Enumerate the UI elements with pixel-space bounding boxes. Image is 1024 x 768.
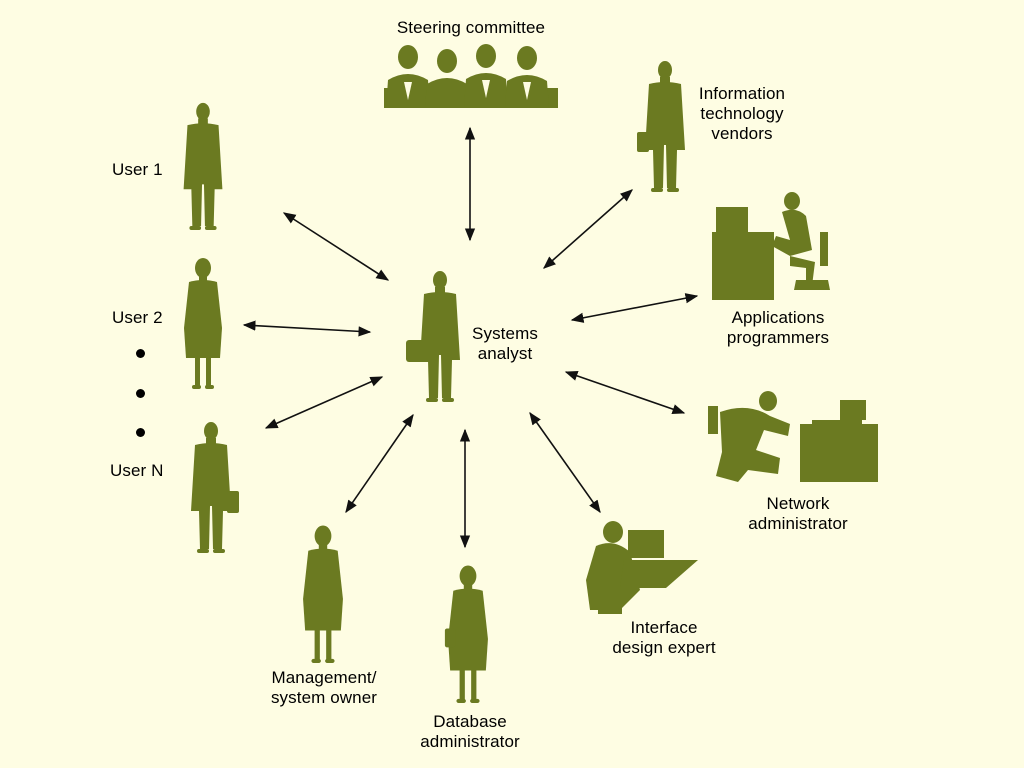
systems-analyst-figure [406,271,460,402]
arrow-user2 [242,320,372,337]
label-steering-committee: Steering committee [396,18,546,37]
steering-committee-figure [384,44,558,108]
label-user1: User 1 [112,160,163,179]
database-administrator-figure [444,565,488,704]
arrow-user1 [282,212,390,281]
arrow-interface-design-expert [529,411,601,514]
applications-programmers-figure [712,192,830,300]
label-database-administrator: Database administrator [420,712,520,751]
label-it-vendors: Information technology vendors [698,84,786,143]
ellipsis-dot-3 [136,428,145,437]
arrow-usern [264,376,384,429]
interface-design-expert-figure [586,521,698,614]
user2-figure [184,258,222,389]
arrow-network-administrator [564,370,686,415]
ellipsis-dot-1 [136,349,145,358]
label-network-administrator: Network administrator [748,494,848,533]
label-interface-design-expert: Interface design expert [612,618,716,657]
connection-arrows [242,126,699,549]
ellipsis-dot-2 [136,389,145,398]
arrow-it-vendors [543,189,633,269]
label-user2: User 2 [112,308,163,327]
management-figure [303,525,343,664]
arrow-management [345,413,414,514]
label-systems-analyst: Systems analyst [472,324,538,363]
label-management: Management/ system owner [270,668,378,707]
label-usern: User N [110,461,164,480]
network-administrator-figure [708,391,878,482]
arrow-applications-programmers [570,293,699,323]
usern-figure [191,422,239,553]
it-vendor-figure [637,61,685,192]
user1-figure [183,102,223,230]
label-applications-programmers: Applications programmers [726,308,830,347]
